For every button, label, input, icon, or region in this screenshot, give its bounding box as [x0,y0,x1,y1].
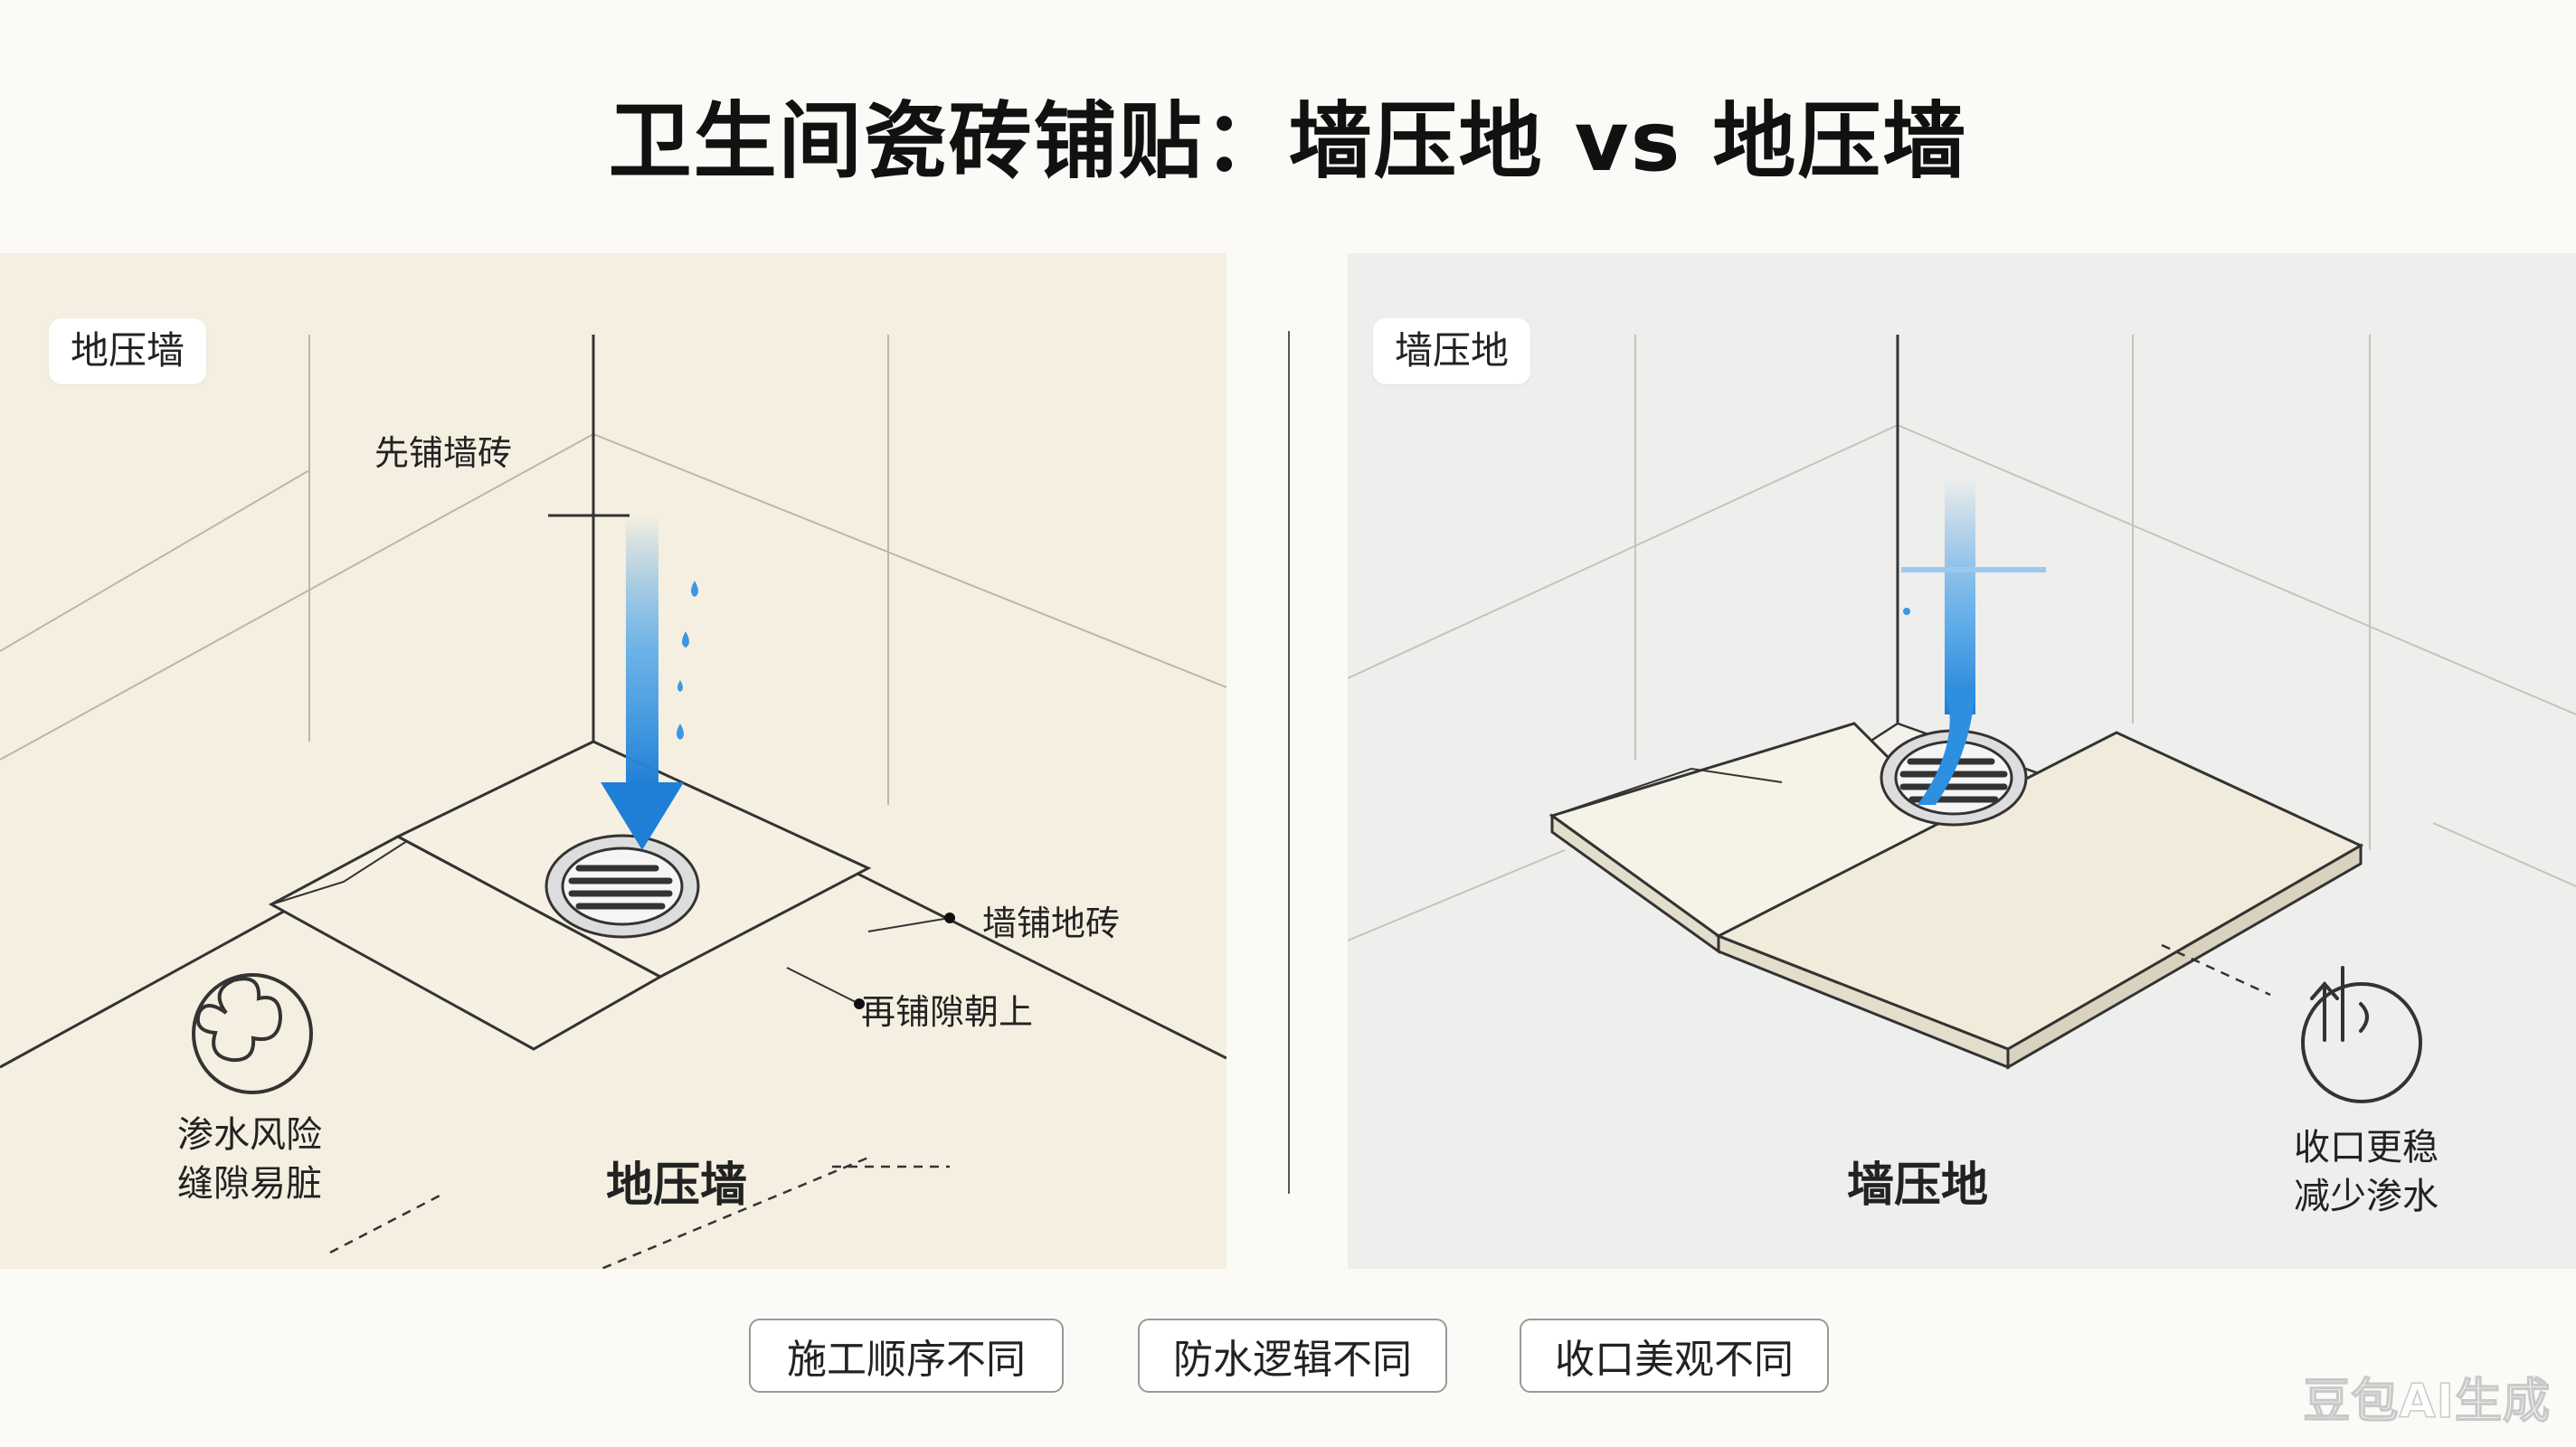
pill-finish-appearance: 收口美观不同 [1520,1319,1829,1393]
label-gap-up: 再铺隙朝上 [861,992,1034,1032]
right-note-line-1: 收口更稳 [2294,1127,2439,1168]
left-note: 渗水风险 缝隙易脏 [177,1111,322,1208]
right-illustration [1348,335,2576,1070]
left-note-line-2: 缝隙易脏 [177,1163,322,1205]
left-illustration [0,335,1226,1269]
label-first-wall: 先铺墙砖 [374,433,513,473]
left-caption: 地压墙 [606,1159,748,1213]
page-title: 卫生间瓷砖铺贴：墙压地 vs 地压墙 [608,93,1968,190]
label-wall-floor: 墙铺地砖 [982,903,1121,943]
ai-watermark: 豆包AI生成 [2303,1374,2551,1430]
right-note-line-2: 减少渗水 [2294,1176,2439,1217]
right-caption: 墙压地 [1847,1159,1989,1213]
panel-divider [1288,331,1290,1194]
left-panel: 地压墙 先铺墙砖 墙铺地砖 再铺隙朝上 渗水风险 缝隙易脏 地压墙 [0,253,1226,1269]
leak-risk-icon-frame [192,973,313,1094]
right-tag: 墙压地 [1373,318,1531,384]
right-note: 收口更稳 减少渗水 [2294,1123,2439,1221]
right-panel: 墙压地 收口更稳 减少渗水 墙压地 [1348,253,2576,1269]
pill-construction-order: 施工顺序不同 [749,1319,1064,1393]
water-flow-icon-frame [2301,982,2422,1103]
left-tag: 地压墙 [49,318,207,384]
left-note-line-1: 渗水风险 [177,1114,322,1156]
pill-waterproof-logic: 防水逻辑不同 [1138,1319,1447,1393]
